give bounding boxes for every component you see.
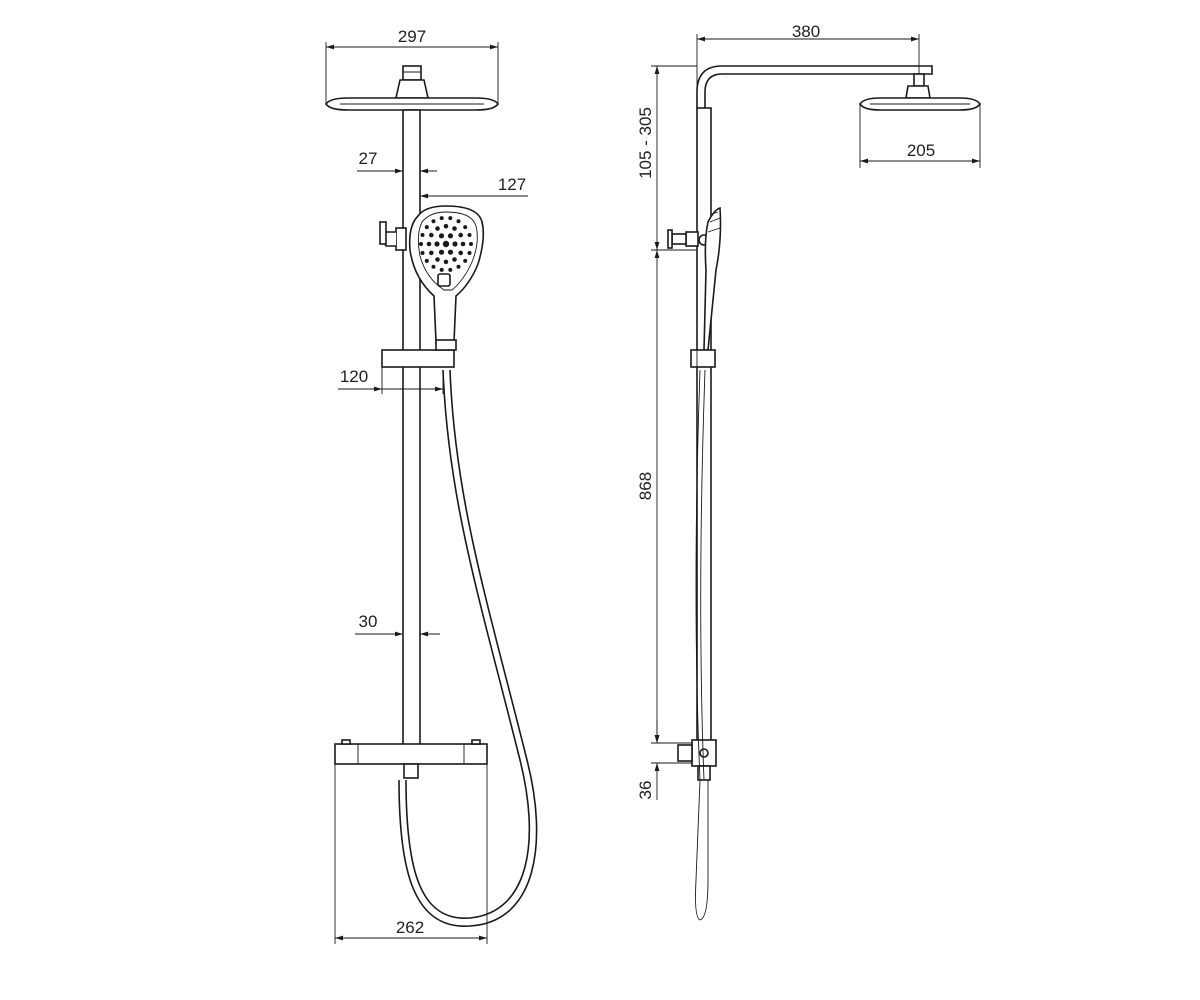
- nozzle-dot: [419, 242, 423, 246]
- nozzle-dot: [456, 219, 461, 224]
- diverter-knob: [379, 221, 407, 251]
- dim-label-127: 127: [498, 175, 526, 194]
- dim-label-380: 380: [792, 22, 820, 41]
- side-view: 380 205 105 - 305 868 36: [636, 22, 981, 921]
- dim-label-30: 30: [359, 612, 378, 631]
- dim-rail-offset: 27: [357, 149, 437, 174]
- nozzle-dot: [424, 225, 429, 230]
- nozzle-dot: [467, 233, 472, 237]
- nozzle-dot: [458, 232, 464, 238]
- dim-label-205: 205: [907, 141, 935, 160]
- nozzle-dot: [435, 257, 440, 262]
- dim-arm-length: 380: [696, 22, 920, 92]
- nozzle-dot: [456, 264, 461, 269]
- nozzle-dot: [443, 223, 449, 229]
- dim-rail-diameter: 30: [355, 612, 440, 637]
- nozzle-dot: [438, 233, 445, 239]
- nozzle-dot: [420, 233, 425, 237]
- nozzle-dot: [463, 258, 468, 263]
- thermostatic-mixer: [334, 739, 488, 779]
- nozzle-dot: [429, 232, 434, 238]
- dim-handshower-offset: 127: [419, 175, 528, 202]
- rain-shower-head: [325, 65, 499, 111]
- nozzle-dot: [431, 264, 436, 269]
- nozzle-dot: [429, 250, 434, 256]
- nozzle-dot: [439, 267, 444, 272]
- nozzle-dot: [447, 233, 454, 239]
- nozzle-dot: [452, 241, 458, 247]
- nozzle-dot: [467, 251, 472, 255]
- dim-label-262: 262: [396, 918, 424, 937]
- side-hose: [695, 369, 709, 921]
- nozzle-dot: [447, 249, 454, 255]
- side-rain-head: [859, 85, 981, 111]
- nozzle-dot: [434, 241, 440, 247]
- dim-label-120: 120: [340, 367, 368, 386]
- side-rail: [696, 107, 712, 749]
- front-view: 297 27 127 120 30: [325, 27, 538, 944]
- shower-rail: [402, 109, 421, 746]
- dim-label-105-305: 105 - 305: [636, 107, 655, 179]
- hand-shower: [408, 205, 485, 351]
- dim-holder-depth: 120: [338, 367, 444, 394]
- side-slide-holder: [690, 349, 716, 368]
- nozzle-dot: [452, 257, 457, 262]
- nozzle-dot: [420, 251, 425, 255]
- dim-mixer-width: 262: [334, 764, 488, 944]
- nozzle-dot: [424, 258, 429, 263]
- dim-head-depth: 205: [859, 104, 981, 168]
- nozzle-dot: [469, 242, 473, 246]
- side-mixer: [677, 739, 717, 781]
- slide-holder: [381, 339, 457, 368]
- side-hand-shower: [703, 206, 722, 351]
- dim-label-27: 27: [359, 149, 378, 168]
- nozzle-dot: [438, 249, 445, 255]
- nozzle-dot: [448, 267, 453, 272]
- nozzle-dot: [460, 241, 466, 247]
- nozzle-dot: [431, 219, 436, 224]
- nozzle-dot: [435, 226, 440, 231]
- dim-head-width: 297: [325, 27, 499, 104]
- nozzle-dot: [442, 240, 450, 248]
- dim-vertical-chain: [651, 65, 697, 800]
- dim-label-868: 868: [636, 472, 655, 500]
- nozzle-dot: [426, 241, 432, 247]
- nozzle-dot: [448, 216, 453, 221]
- dim-label-297: 297: [398, 27, 426, 46]
- shower-hose: [398, 369, 538, 927]
- nozzle-dot: [439, 216, 444, 221]
- nozzle-dot: [443, 259, 449, 265]
- nozzle-dot: [452, 226, 457, 231]
- dim-label-36: 36: [636, 781, 655, 800]
- nozzle-dot: [463, 225, 468, 230]
- spray-nozzles: [419, 216, 473, 272]
- nozzle-dot: [458, 250, 464, 256]
